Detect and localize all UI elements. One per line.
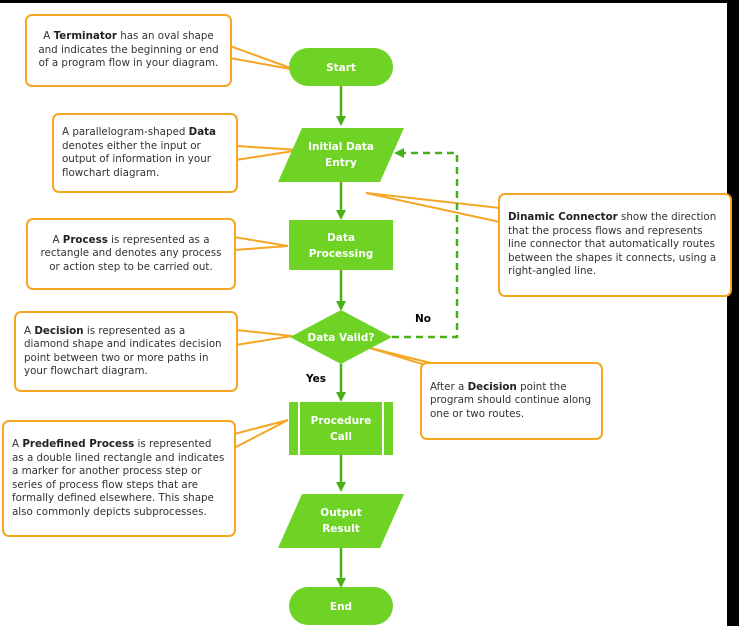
process-callout: A Process is represented as a rectangle … <box>26 218 236 290</box>
procedure-call-label-line2: Call <box>330 431 352 443</box>
predefined-callout-pointer <box>233 419 289 450</box>
initial-data-entry-label-line2: Entry <box>325 157 357 169</box>
yes-branch-label: Yes <box>305 373 326 385</box>
connector-no-loop <box>392 148 459 339</box>
output-result-label-line2: Result <box>322 523 360 535</box>
decision-callout-pointer <box>235 328 293 347</box>
procedure-call-label-line1: Procedure <box>311 415 372 427</box>
process-callout-pointer <box>233 235 289 252</box>
data-callout-text: A parallelogram-shaped Data denotes eith… <box>62 126 217 179</box>
decision-callout: A Decision is represented as a diamond s… <box>14 311 238 392</box>
connector-callout-pointer <box>365 192 501 224</box>
after-decision-callout-text: After a Decision point the program shoul… <box>430 380 592 420</box>
predefined-process-callout: A Predefined Process is represented as a… <box>2 420 236 537</box>
no-branch-label: No <box>415 313 431 325</box>
end-label: End <box>330 601 352 613</box>
terminator-callout-pointer <box>229 44 297 71</box>
connector-callout: Dinamic Connector show the direction tha… <box>498 193 732 297</box>
data-valid-decision-shape <box>290 310 392 364</box>
terminator-callout-text: A Terminator has an oval shape and indic… <box>38 30 219 70</box>
data-processing-label-line1: Data <box>327 232 355 244</box>
terminator-callout: A Terminator has an oval shape and indic… <box>25 14 232 87</box>
process-callout-text: A Process is represented as a rectangle … <box>40 233 222 273</box>
data-processing-label-line2: Processing <box>309 248 374 260</box>
start-terminator <box>289 48 393 86</box>
initial-data-entry-label-line1: Initial Data <box>308 141 374 153</box>
output-result-label-line1: Output <box>320 507 361 519</box>
decision-callout-text: A Decision is represented as a diamond s… <box>24 324 222 378</box>
after-decision-callout: After a Decision point the program shoul… <box>420 362 603 440</box>
output-result-shape <box>278 494 404 548</box>
initial-data-entry-shape <box>278 128 404 182</box>
predefined-process-callout-text: A Predefined Process is represented as a… <box>12 438 225 518</box>
connector-callout-text: Dinamic Connector show the direction tha… <box>508 211 717 278</box>
data-callout: A parallelogram-shaped Data denotes eith… <box>52 113 238 193</box>
right-border <box>727 0 739 626</box>
end-terminator <box>289 587 393 625</box>
data-valid-label: Data Valid? <box>307 332 374 344</box>
data-processing-shape <box>289 220 393 270</box>
top-border <box>0 0 739 3</box>
procedure-call-shape <box>289 402 393 455</box>
start-label: Start <box>326 62 356 74</box>
